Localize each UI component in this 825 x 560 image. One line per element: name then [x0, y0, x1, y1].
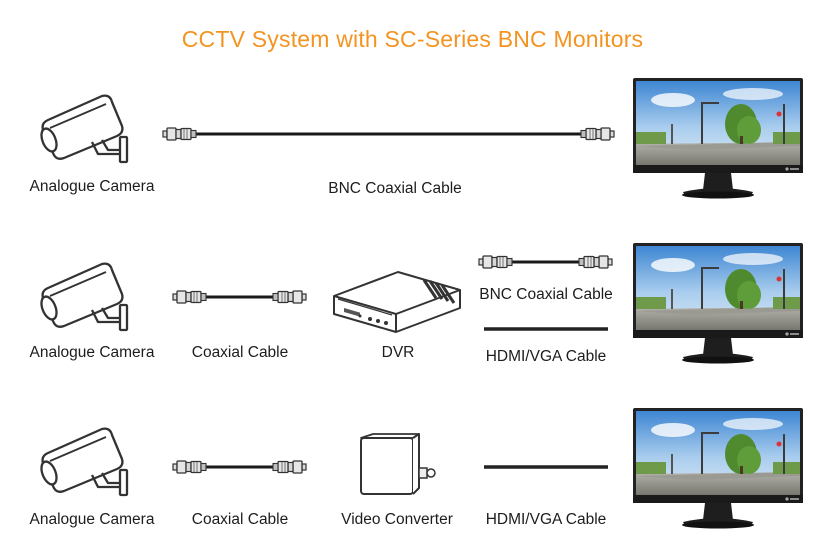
bnc-cable-label: BNC Coaxial Cable: [328, 180, 462, 197]
monitor-icon: [633, 243, 803, 364]
hdmi-vga-cable-label: HDMI/VGA Cable: [485, 348, 607, 365]
video-converter-icon: [360, 433, 436, 495]
bnc-cable-icon: [478, 255, 613, 269]
bnc-cable-icon: [172, 290, 307, 304]
camera-label: Analogue Camera: [29, 344, 155, 361]
dvr-icon: [333, 271, 461, 333]
bnc-cable-icon: [172, 460, 307, 474]
video-converter-label: Video Converter: [341, 511, 453, 528]
hdmi-vga-cable-icon: [484, 465, 608, 469]
coaxial-cable-label: Coaxial Cable: [191, 344, 289, 361]
bnc-cable-icon: [162, 127, 615, 141]
camera-label: Analogue Camera: [29, 511, 155, 528]
dvr-label: DVR: [381, 344, 415, 361]
hdmi-vga-cable-icon: [484, 327, 608, 331]
diagram-title: CCTV System with SC-Series BNC Monitors: [181, 26, 644, 52]
camera-label: Analogue Camera: [29, 178, 155, 195]
monitor-icon: [633, 78, 803, 199]
hdmi-vga-cable-label: HDMI/VGA Cable: [485, 511, 607, 528]
coaxial-cable-label: Coaxial Cable: [191, 511, 289, 528]
cctv-camera-icon: [37, 427, 129, 497]
cctv-camera-icon: [37, 94, 129, 164]
cctv-camera-icon: [37, 262, 129, 332]
bnc-cable-label: BNC Coaxial Cable: [479, 286, 613, 303]
monitor-icon: [633, 408, 803, 529]
